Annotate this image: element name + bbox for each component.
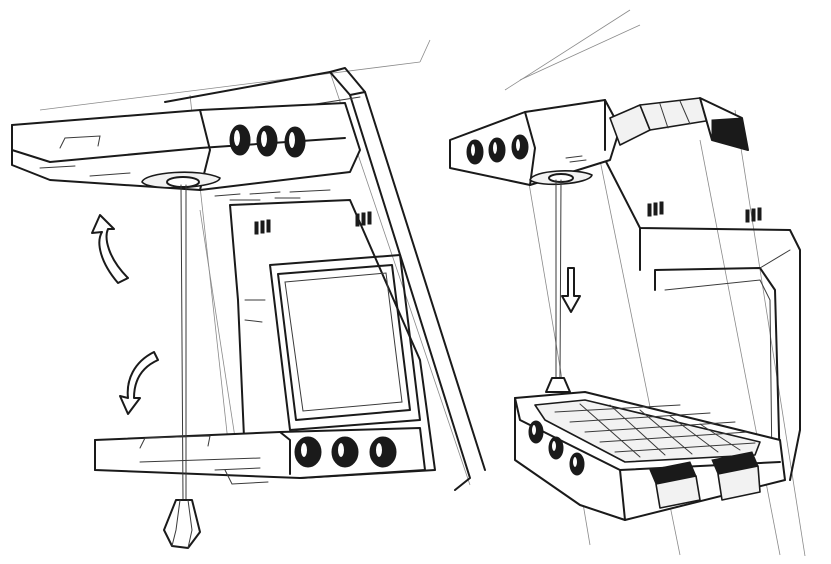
descent-arrow: [561, 267, 581, 313]
rotation-arrow-down: [119, 351, 159, 415]
left-upper-ports: [229, 124, 306, 158]
curved-arrow-icon: [91, 214, 129, 284]
tray-ports: [528, 420, 585, 476]
left-view: [11, 39, 486, 549]
weight-icon: [163, 499, 201, 549]
left-housing-vents: [254, 211, 372, 235]
left-upper-arm: [11, 102, 361, 201]
curved-arrow-icon: [119, 351, 159, 415]
down-arrow-icon: [561, 267, 581, 313]
right-upper-ports: [466, 134, 529, 165]
right-back-frame: [599, 149, 801, 481]
left-upper-slots: [214, 189, 331, 201]
right-cable: [545, 179, 571, 393]
right-frame-vents: [647, 201, 762, 223]
left-lower-ports: [294, 436, 397, 468]
right-head-marks: [565, 155, 587, 163]
left-side-housing: [229, 199, 436, 479]
tray-grid: [554, 403, 756, 458]
right-upper-head: [449, 97, 749, 186]
right-view: [449, 9, 806, 557]
left-cable: [180, 184, 187, 501]
right-lower-tray: [514, 391, 786, 521]
rotation-arrow-up: [91, 214, 129, 284]
right-piston: [609, 97, 749, 151]
tray-clamps: [649, 451, 761, 509]
left-lower-arm: [94, 427, 426, 485]
